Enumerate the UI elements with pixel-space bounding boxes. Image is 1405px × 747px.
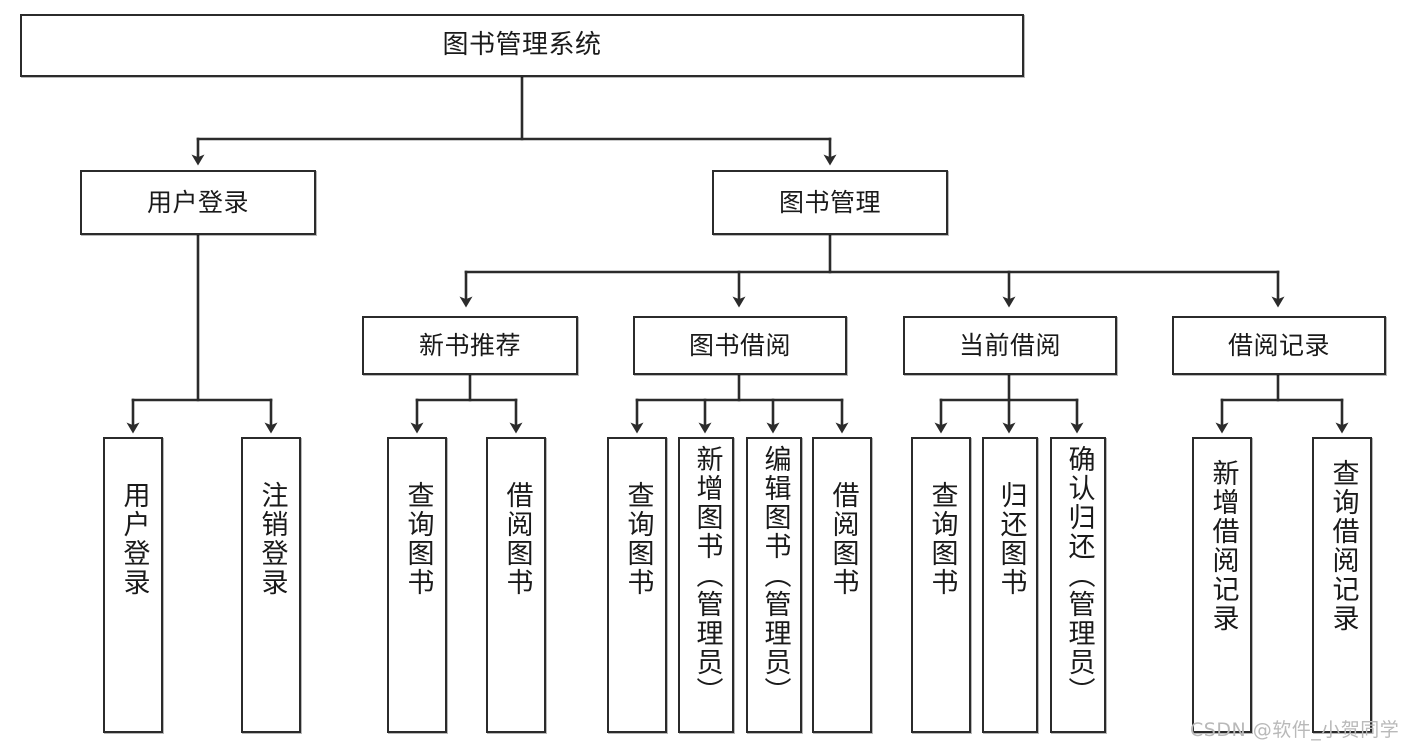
leaf-query-book-1-label: 查询图书 bbox=[402, 481, 434, 597]
leaf-add-record-label: 新增借阅记录 bbox=[1207, 459, 1239, 633]
node-borrow-record-label: 借阅记录 bbox=[1227, 330, 1330, 360]
leaf-query-book-2[interactable]: 查询图书 bbox=[607, 437, 667, 733]
leaf-return-book[interactable]: 归还图书 bbox=[982, 437, 1038, 733]
leaf-confirm-return-label: 确认归还（管理员） bbox=[1063, 445, 1095, 706]
node-current-borrow[interactable]: 当前借阅 bbox=[903, 316, 1117, 375]
node-current-borrow-label: 当前借阅 bbox=[958, 330, 1061, 360]
leaf-edit-book-label: 编辑图书（管理员） bbox=[759, 445, 791, 706]
leaf-user-logout-label: 注销登录 bbox=[256, 481, 288, 597]
leaf-query-book-3[interactable]: 查询图书 bbox=[911, 437, 971, 733]
node-new-book-recommend[interactable]: 新书推荐 bbox=[362, 316, 578, 375]
node-book-borrow[interactable]: 图书借阅 bbox=[633, 316, 847, 375]
leaf-query-book-2-label: 查询图书 bbox=[622, 481, 654, 597]
leaf-borrow-book-1[interactable]: 借阅图书 bbox=[486, 437, 546, 733]
leaf-query-book-3-label: 查询图书 bbox=[926, 481, 958, 597]
node-borrow-record[interactable]: 借阅记录 bbox=[1172, 316, 1386, 375]
leaf-add-book-label: 新增图书（管理员） bbox=[691, 445, 723, 706]
leaf-borrow-book-2[interactable]: 借阅图书 bbox=[812, 437, 872, 733]
node-user-login-label: 用户登录 bbox=[146, 187, 249, 217]
leaf-query-record[interactable]: 查询借阅记录 bbox=[1312, 437, 1372, 733]
leaf-user-logout[interactable]: 注销登录 bbox=[241, 437, 301, 733]
leaf-add-book[interactable]: 新增图书（管理员） bbox=[678, 437, 734, 733]
node-book-borrow-label: 图书借阅 bbox=[688, 330, 791, 360]
leaf-confirm-return[interactable]: 确认归还（管理员） bbox=[1050, 437, 1106, 733]
csdn-watermark: CSDN @软件_小贺同学 bbox=[1190, 719, 1400, 741]
node-new-book-recommend-label: 新书推荐 bbox=[418, 330, 521, 360]
node-user-login[interactable]: 用户登录 bbox=[80, 170, 316, 235]
node-book-manage[interactable]: 图书管理 bbox=[712, 170, 948, 235]
node-root[interactable]: 图书管理系统 bbox=[20, 14, 1024, 77]
leaf-query-record-label: 查询借阅记录 bbox=[1327, 459, 1359, 633]
leaf-return-book-label: 归还图书 bbox=[995, 481, 1027, 597]
leaf-edit-book[interactable]: 编辑图书（管理员） bbox=[746, 437, 802, 733]
leaf-borrow-book-2-label: 借阅图书 bbox=[827, 481, 859, 597]
leaf-borrow-book-1-label: 借阅图书 bbox=[501, 481, 533, 597]
leaf-add-record[interactable]: 新增借阅记录 bbox=[1192, 437, 1252, 733]
node-book-manage-label: 图书管理 bbox=[778, 187, 881, 217]
leaf-query-book-1[interactable]: 查询图书 bbox=[387, 437, 447, 733]
leaf-user-login-label: 用户登录 bbox=[118, 481, 150, 597]
leaf-user-login[interactable]: 用户登录 bbox=[103, 437, 163, 733]
node-root-label: 图书管理系统 bbox=[442, 30, 602, 61]
